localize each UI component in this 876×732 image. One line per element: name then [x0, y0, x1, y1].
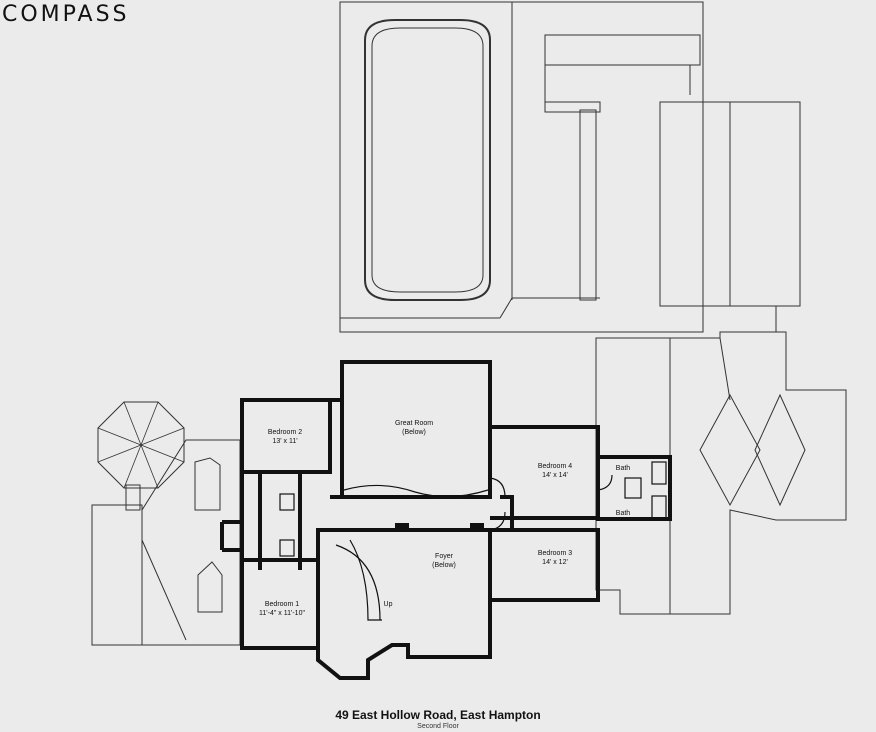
foyer-name: Foyer: [435, 553, 453, 560]
foyer-walls: [316, 528, 492, 680]
bedroom2-walls: [240, 398, 332, 474]
bedroom3-label: Bedroom 3 14' x 12': [538, 549, 572, 567]
bedroom1-walls: [240, 558, 320, 650]
foyer-label: Foyer (Below): [432, 552, 456, 570]
stair-up-label: Up: [383, 601, 393, 608]
pool-outline: [364, 19, 491, 301]
great-room-label: Great Room (Below): [395, 419, 433, 437]
bedroom4-label: Bedroom 4 14' x 14': [538, 462, 572, 480]
bedroom1-dims: 11'-4" x 11'-10": [259, 610, 305, 617]
floor-subtitle: Second Floor: [417, 723, 459, 730]
plan-caption: 49 East Hollow Road, East Hampton Second…: [0, 708, 876, 730]
bedroom4-name: Bedroom 4: [537, 463, 573, 470]
bath-lower-label: Bath: [615, 510, 631, 517]
foyer-note: (Below): [432, 562, 456, 569]
bedroom2-dims: 13' x 11': [272, 438, 298, 445]
east-roof: [595, 331, 847, 615]
bedroom2-name: Bedroom 2: [267, 429, 303, 436]
great-room-note: (Below): [402, 429, 426, 436]
great-room-name: Great Room: [394, 420, 434, 427]
pool-area: [339, 1, 704, 333]
bedroom3-walls: [490, 528, 600, 602]
address-title: 49 East Hollow Road, East Hampton: [335, 708, 541, 722]
bedroom4-dims: 14' x 14': [542, 472, 568, 479]
bedroom2-label: Bedroom 2 13' x 11': [268, 428, 302, 446]
bedroom3-dims: 14' x 12': [542, 559, 568, 566]
bedroom1-label: Bedroom 1 11'-4" x 11'-10": [259, 600, 305, 618]
bath-upper-label: Bath: [615, 465, 631, 472]
compass-logo: COMPASS: [2, 2, 130, 27]
bath-walls: [596, 455, 672, 521]
bedroom1-name: Bedroom 1: [264, 601, 300, 608]
bedroom3-name: Bedroom 3: [537, 550, 573, 557]
